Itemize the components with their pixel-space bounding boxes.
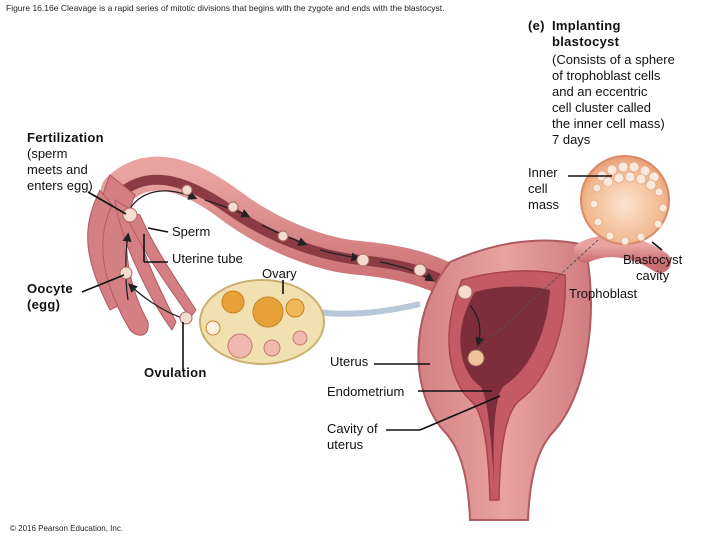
- label-ovulation: Ovulation: [144, 365, 207, 380]
- label-oocyte: Oocyte (egg): [27, 281, 73, 312]
- leader-lines: [81, 175, 663, 431]
- embryo-stages: [119, 184, 485, 367]
- label-ovary: Ovary: [262, 266, 297, 281]
- panel-description: (Consists of a sphere of trophoblast cel…: [552, 52, 675, 147]
- label-sperm: Sperm: [172, 224, 211, 239]
- label-trophoblast: Trophoblast: [569, 286, 638, 301]
- label-fertilization-title: Fertilization: [27, 130, 104, 145]
- label-fertilization-desc: (sperm meets and enters egg): [27, 146, 93, 193]
- uterine-cavity: [460, 286, 550, 480]
- label-blastocyst-cavity: Blastocyst cavity: [623, 252, 683, 283]
- panel-title: Implanting blastocyst: [552, 18, 621, 49]
- label-endometrium: Endometrium: [327, 384, 405, 399]
- ovarian-ligament: [317, 301, 421, 317]
- label-inner-cell-mass: Inner cell mass: [528, 165, 560, 212]
- copyright-notice: © 2016 Pearson Education, Inc.: [10, 524, 124, 533]
- uterine-tube-lumen: [117, 174, 473, 299]
- label-uterus: Uterus: [330, 354, 369, 369]
- panel-letter: (e): [528, 18, 545, 33]
- figure-caption: Figure 16.16e Cleavage is a rapid series…: [6, 3, 445, 13]
- label-uterine-tube: Uterine tube: [172, 251, 243, 266]
- zoom-guide: [477, 239, 599, 351]
- inner-cell-mass-cells: [589, 161, 668, 246]
- label-cavity-of-uterus: Cavity of uterus: [327, 421, 378, 452]
- ovarian-follicles: [205, 290, 308, 359]
